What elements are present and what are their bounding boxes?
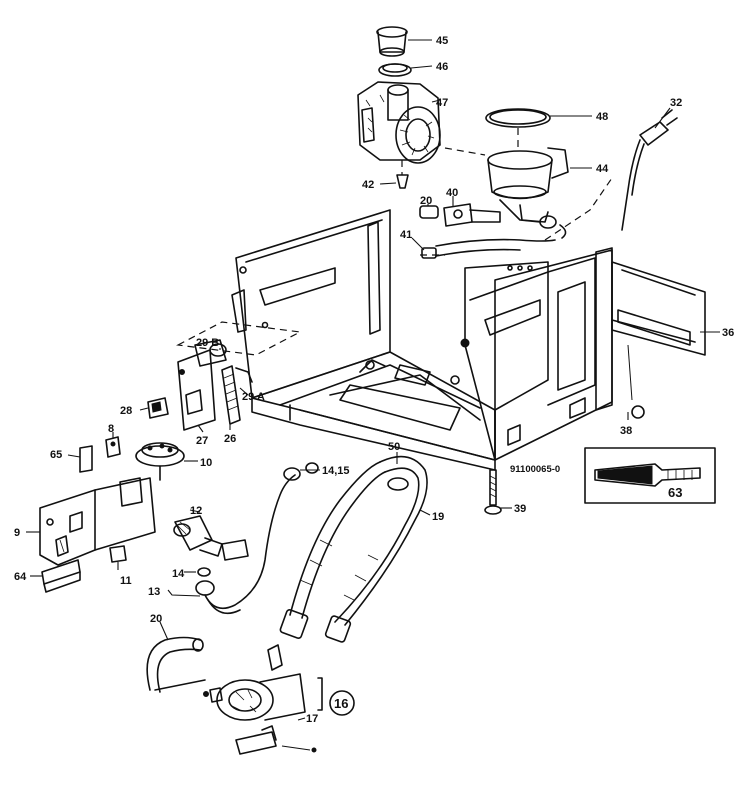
label-42: 42 xyxy=(362,179,374,191)
label-29a: 29 A xyxy=(242,391,265,403)
wire-path-dashed xyxy=(544,177,613,241)
power-cord-32 xyxy=(621,109,678,231)
label-32: 32 xyxy=(670,97,682,109)
label-50: 50 xyxy=(388,441,400,453)
drain-pump-16 xyxy=(203,644,306,721)
label-14: 14 xyxy=(172,568,185,580)
leader-lines xyxy=(26,39,720,721)
switch-8 xyxy=(105,436,121,458)
pump-axis-dashed xyxy=(444,147,486,156)
pump-cap-45 xyxy=(376,26,408,57)
label-20-top: 20 xyxy=(420,195,432,207)
label-40: 40 xyxy=(446,187,458,199)
label-13: 13 xyxy=(148,586,160,598)
bracket-64 xyxy=(41,559,81,593)
label-65: 65 xyxy=(50,449,62,461)
washer-14 xyxy=(195,567,215,596)
label-9: 9 xyxy=(14,527,20,539)
label-19: 19 xyxy=(432,511,444,523)
label-8: 8 xyxy=(108,423,114,435)
label-48: 48 xyxy=(596,111,608,123)
relay-28 xyxy=(147,397,169,419)
switch-bracket-29 xyxy=(177,339,227,431)
connector-20 xyxy=(419,205,439,219)
label-14-15: 14,15 xyxy=(322,465,350,477)
label-11: 11 xyxy=(120,575,132,587)
label-29b: 29 B xyxy=(196,337,219,349)
gasket-48 xyxy=(485,108,551,150)
label-17: 17 xyxy=(306,713,318,725)
brace-16 xyxy=(317,677,323,711)
label-10: 10 xyxy=(200,457,212,469)
hose-20 xyxy=(146,636,206,693)
label-26: 26 xyxy=(224,433,236,445)
plug-38 xyxy=(631,405,645,419)
thermostat-26 xyxy=(221,365,253,425)
label-38: 38 xyxy=(620,425,632,437)
label-20-bottom: 20 xyxy=(150,613,162,625)
label-44: 44 xyxy=(596,163,609,175)
drive-pin-42 xyxy=(396,160,409,189)
hose-41 xyxy=(421,238,556,259)
tube-13 xyxy=(204,474,296,615)
bracket-9 xyxy=(39,477,156,566)
label-63: 63 xyxy=(668,485,682,500)
label-46: 46 xyxy=(436,61,448,73)
label-16: 16 xyxy=(334,696,348,711)
base-frame xyxy=(176,209,706,471)
label-41: 41 xyxy=(400,229,412,241)
valve-40 xyxy=(443,203,501,227)
valve-12 xyxy=(173,515,249,561)
circle-16 xyxy=(329,690,355,716)
pressure-switch-10 xyxy=(135,442,185,481)
hose-19 xyxy=(279,455,428,643)
label-28: 28 xyxy=(120,405,132,417)
part-code: 91100065-0 xyxy=(510,464,560,475)
label-39: 39 xyxy=(514,503,526,515)
label-27: 27 xyxy=(196,435,208,447)
label-45: 45 xyxy=(436,35,448,47)
label-64: 64 xyxy=(14,571,27,583)
bracket-17 xyxy=(235,725,317,755)
sump-housing-44 xyxy=(487,147,569,239)
label-47: 47 xyxy=(436,97,448,109)
fitting-14-15 xyxy=(283,462,319,481)
label-12: 12 xyxy=(190,505,202,517)
screw-39 xyxy=(484,469,502,515)
tab-65 xyxy=(79,445,93,473)
clamp-ring-46 xyxy=(378,63,412,77)
clip-11 xyxy=(109,545,127,563)
tool-box-63 xyxy=(584,447,716,504)
part-labels: 45 46 47 48 32 44 42 20 40 41 36 38 29 B… xyxy=(14,35,734,725)
label-36: 36 xyxy=(722,327,734,339)
pump-motor-47 xyxy=(357,81,441,164)
